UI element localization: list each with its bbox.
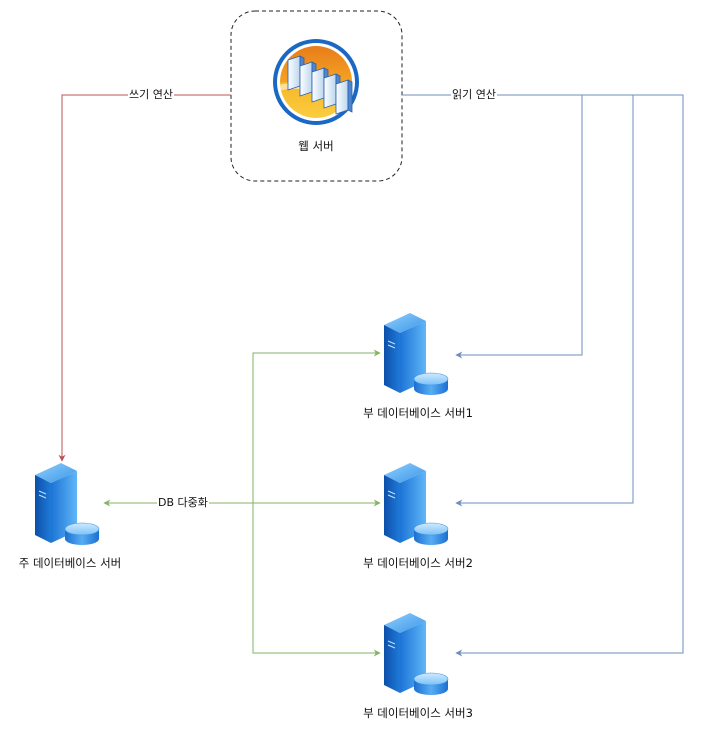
replica1-db-server-icon[interactable] bbox=[384, 313, 449, 395]
replication-edge-replica1[interactable] bbox=[252, 349, 381, 503]
replication-edge-replica3[interactable] bbox=[252, 503, 381, 657]
master-db-server-icon[interactable] bbox=[35, 463, 100, 545]
read-edge-replica3[interactable] bbox=[455, 94, 684, 657]
master-db-label: 주 데이터베이스 서버 bbox=[18, 556, 122, 570]
write-edge-label: 쓰기 연산 bbox=[128, 88, 174, 101]
replica1-db-label: 부 데이터베이스 서버1 bbox=[363, 406, 473, 420]
replica3-db-label: 부 데이터베이스 서버3 bbox=[363, 706, 473, 720]
replica2-db-label: 부 데이터베이스 서버2 bbox=[363, 556, 473, 570]
web-server-label: 웹 서버 bbox=[298, 139, 334, 153]
replication-edge-label: DB 다중화 bbox=[157, 496, 209, 509]
read-edge-label: 읽기 연산 bbox=[451, 88, 497, 101]
read-edge-replica2[interactable] bbox=[455, 94, 634, 507]
read-edge-replica1[interactable] bbox=[402, 94, 583, 359]
replica2-db-server-icon[interactable] bbox=[384, 463, 449, 545]
web-server-icon[interactable] bbox=[273, 39, 359, 125]
write-edge[interactable] bbox=[58, 94, 231, 462]
replica3-db-server-icon[interactable] bbox=[384, 613, 449, 695]
